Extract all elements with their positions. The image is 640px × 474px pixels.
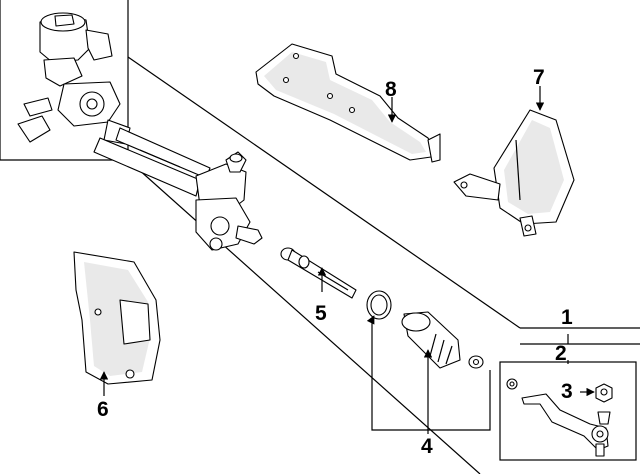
leader-lines: [99, 86, 640, 434]
callout-4: 4: [421, 435, 433, 458]
mounting-bracket-part-7: [453, 109, 575, 237]
callout-1: 1: [561, 306, 573, 329]
callout-2: 2: [555, 342, 567, 365]
cover-shield-part-6: [73, 251, 161, 385]
callout-6: 6: [97, 398, 109, 421]
steering-gear-assembly: [17, 12, 263, 251]
tie-rod-end-box: [499, 361, 637, 461]
callout-8: 8: [385, 78, 397, 101]
boot-kit-part-4: [366, 290, 484, 369]
callout-3: 3: [561, 380, 573, 403]
inner-tie-rod-part-5: [280, 247, 357, 299]
heat-shield-part-8: [255, 43, 441, 163]
callout-7: 7: [533, 66, 545, 89]
callout-5: 5: [315, 302, 327, 325]
